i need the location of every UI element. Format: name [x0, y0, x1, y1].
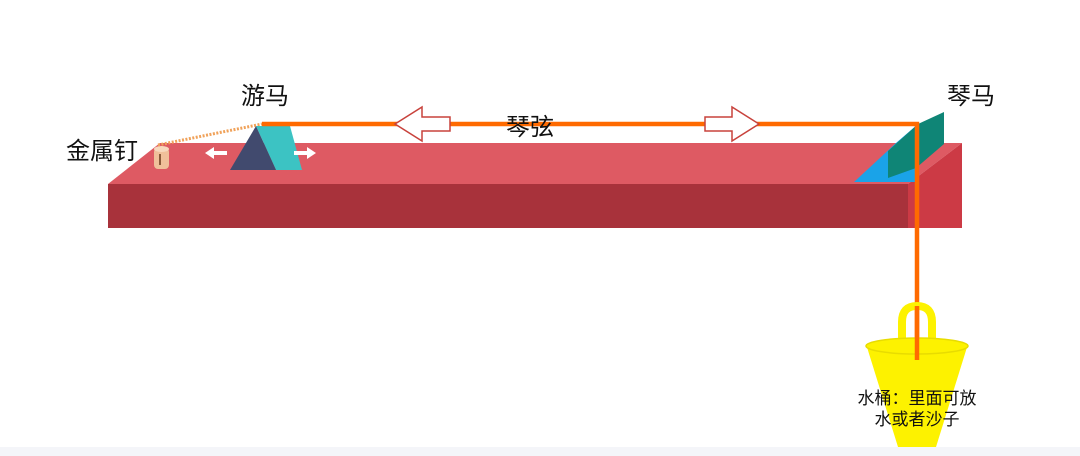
nail-label: 金属钉 [66, 137, 138, 165]
bucket-label-line2: 水或者沙子 [874, 410, 960, 431]
bottom-strip [0, 447, 1080, 456]
bucket-label-line1: 水桶：里面可放 [857, 389, 977, 409]
string-left-arrow [393, 105, 451, 143]
bucket-label: 水桶：里面可放 水或者沙子 [846, 389, 988, 432]
board-top-face [108, 143, 962, 184]
board-front-face [108, 184, 908, 228]
bucket-body [866, 344, 968, 447]
string-label: 琴弦 [506, 113, 554, 141]
slide-left-arrow [205, 147, 227, 159]
string-right-arrow [704, 105, 761, 143]
metal-nail [154, 146, 169, 169]
bridge-label: 琴马 [947, 82, 995, 110]
slide-right-arrow [294, 147, 316, 159]
board-side-face [908, 143, 962, 228]
string-arrows [393, 105, 761, 143]
string-tail [157, 122, 263, 147]
slide-direction-arrows [205, 147, 316, 159]
sliding-bridge-label: 游马 [241, 82, 289, 110]
string [262, 121, 920, 360]
sliding-bridge [230, 126, 302, 170]
sound-board [108, 143, 962, 228]
